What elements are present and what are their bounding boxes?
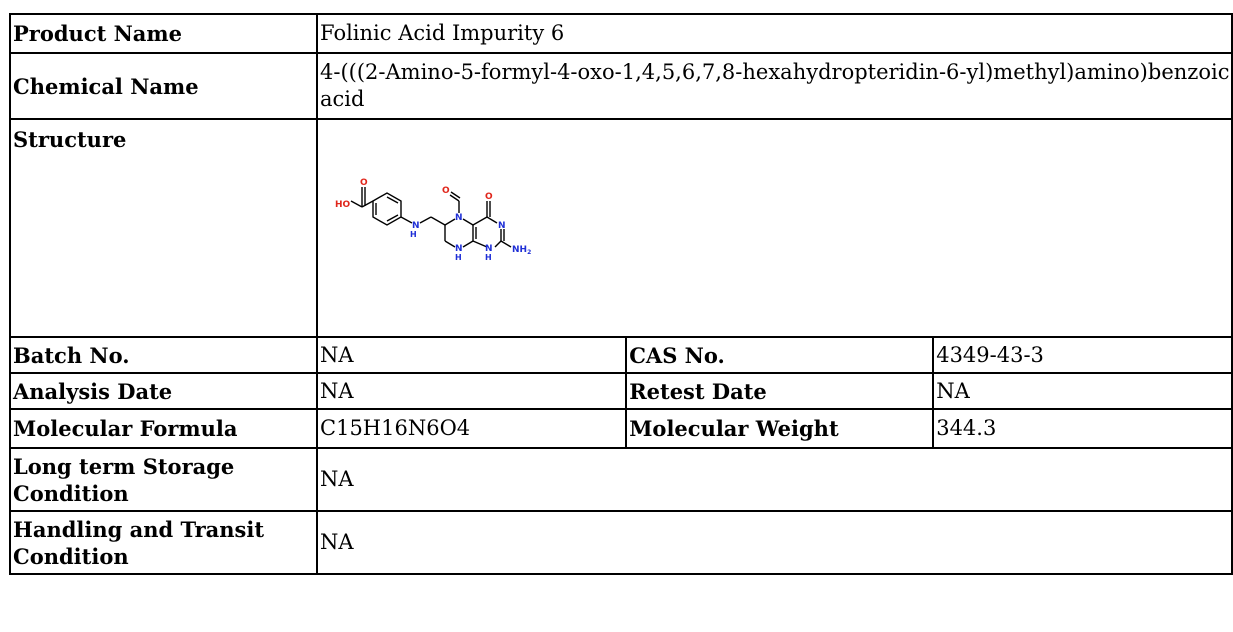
handling-condition-label: Handling and Transit Condition [8,510,319,575]
atom-n5: N [455,213,463,223]
chemical-name-label: Chemical Name [8,52,319,120]
atom-h-n8: H [455,253,462,262]
molecular-weight-value: 344.3 [932,408,1233,449]
product-spec-table: Product Name Folinic Acid Impurity 6 Che… [8,13,1233,575]
analysis-date-value: NA [316,372,628,410]
row-structure: Structure [8,118,1233,338]
atom-nh2: NH2 [512,245,531,256]
atom-o-oxo: O [485,192,493,202]
atom-n-amine: N [412,221,420,231]
retest-date-value: NA [932,372,1233,410]
row-batch: Batch No. NA CAS No. 4349-43-3 [8,336,1233,374]
molecular-formula-value: C15H16N6O4 [316,408,628,449]
structure-image: O HO O N O N N H N H N H NH2 [335,178,531,262]
analysis-date-label: Analysis Date [8,372,319,410]
atom-n1: N [485,244,493,254]
atom-n3: N [498,221,506,231]
structure-label: Structure [8,118,319,338]
storage-condition-label: Long term Storage Condition [8,447,319,512]
atom-o-formyl: O [442,186,450,196]
atom-o-acid: O [360,178,368,188]
row-molecular: Molecular Formula C15H16N6O4 Molecular W… [8,408,1233,449]
atom-labels: O HO O N O N N H N H N H NH2 [335,178,531,262]
batch-value: NA [316,336,628,374]
row-analysis-date: Analysis Date NA Retest Date NA [8,372,1233,410]
handling-condition-value: NA [316,510,1233,575]
chemical-name-value: 4-(((2-Amino-5-formyl-4-oxo-1,4,5,6,7,8-… [316,52,1233,120]
product-name-value: Folinic Acid Impurity 6 [316,13,1233,54]
structure-cell: O HO O N O N N H N H N H NH2 [316,118,1233,338]
row-handling: Handling and Transit Condition NA [8,510,1233,575]
bond-lines [350,187,512,248]
product-name-label: Product Name [8,13,319,54]
row-chemical-name: Chemical Name 4-(((2-Amino-5-formyl-4-ox… [8,52,1233,120]
cas-value: 4349-43-3 [932,336,1233,374]
atom-h-n1: H [485,253,492,262]
storage-condition-value: NA [316,447,1233,512]
row-product-name: Product Name Folinic Acid Impurity 6 [8,13,1233,54]
row-storage: Long term Storage Condition NA [8,447,1233,512]
cas-label: CAS No. [625,336,935,374]
batch-label: Batch No. [8,336,319,374]
atom-ho: HO [335,200,351,210]
molecular-formula-label: Molecular Formula [8,408,319,449]
atom-h-amine: H [410,230,417,239]
atom-n8: N [455,244,463,254]
molecular-weight-label: Molecular Weight [625,408,935,449]
retest-date-label: Retest Date [625,372,935,410]
